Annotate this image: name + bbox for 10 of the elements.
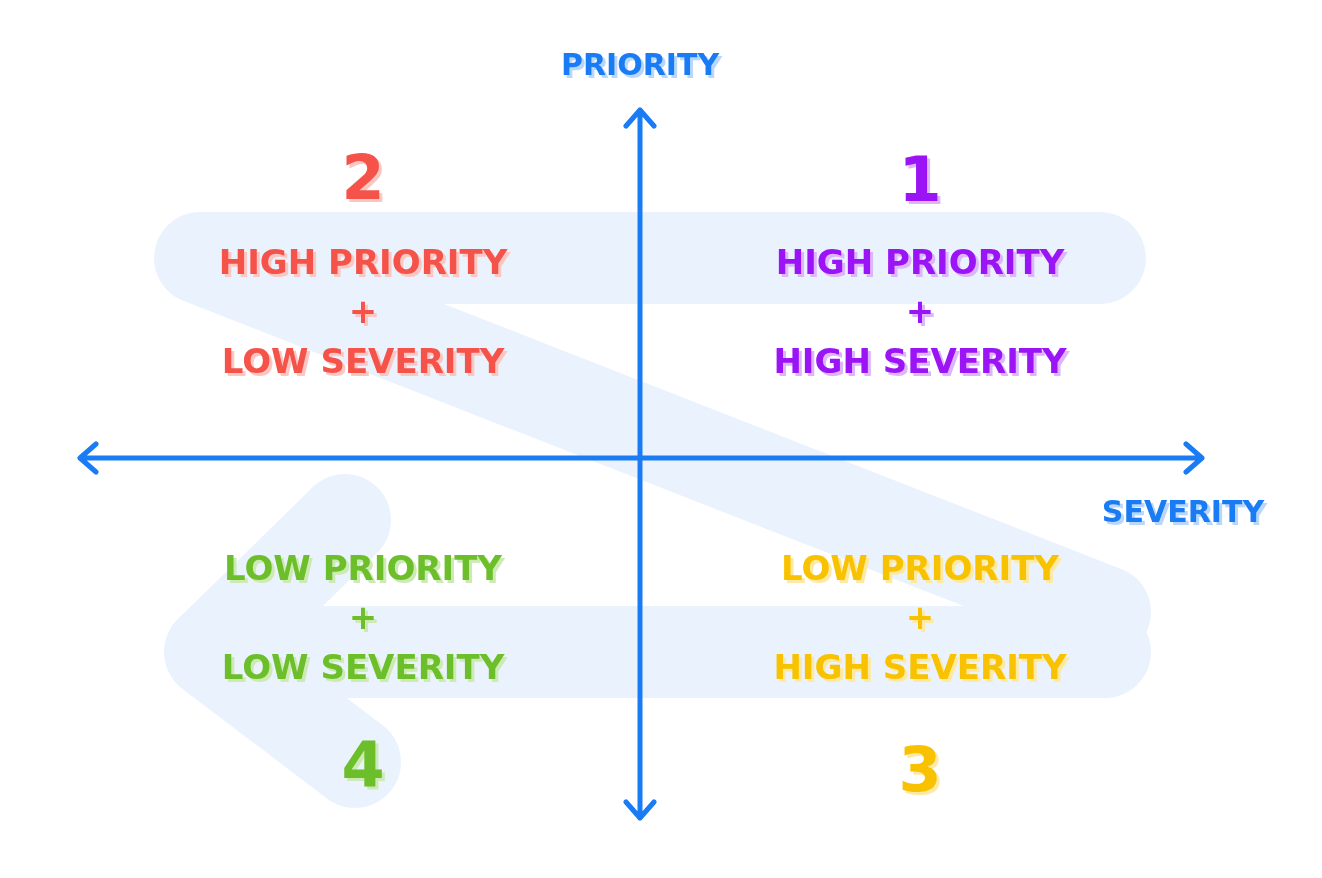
axis-label: SEVERITY	[1101, 493, 1265, 532]
axis-label: PRIORITY	[560, 46, 720, 85]
quadrant-label: HIGH PRIORITY + HIGH SEVERITY	[773, 241, 1067, 383]
quadrant-label: LOW PRIORITY + HIGH SEVERITY	[773, 547, 1067, 689]
quadrant-number: 1	[898, 142, 942, 219]
quadrant-label: HIGH PRIORITY + LOW SEVERITY	[218, 241, 508, 383]
quadrant-label: LOW PRIORITY + LOW SEVERITY	[221, 547, 505, 689]
quadrant-number: 3	[898, 732, 942, 809]
quadrant-number: 2	[341, 140, 385, 217]
quadrant-number: 4	[341, 727, 385, 804]
